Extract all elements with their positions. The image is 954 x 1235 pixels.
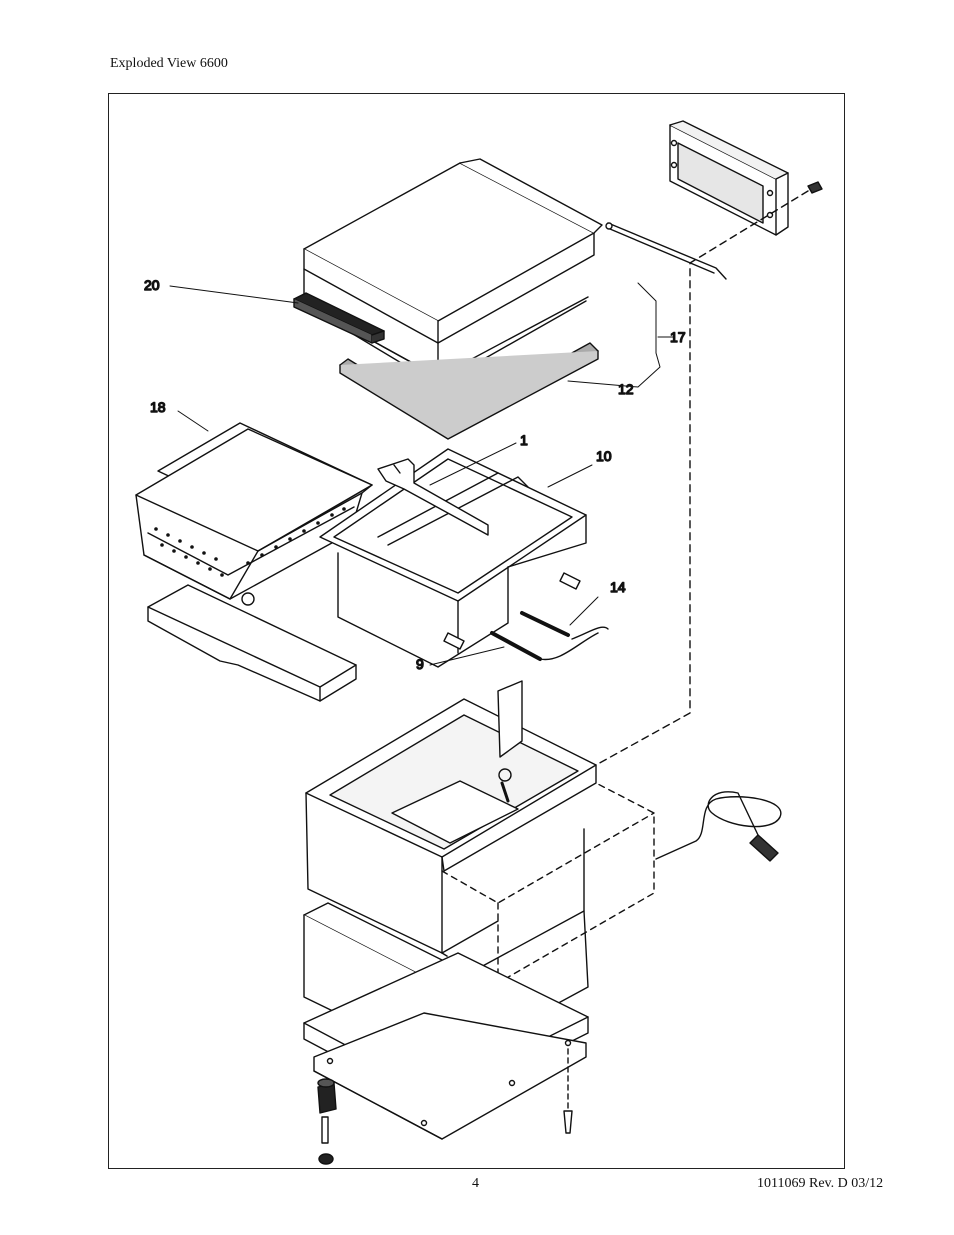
false-bottom-plate	[147, 584, 357, 702]
callout-leaders	[169, 282, 675, 666]
exploded-view-diagram: 20 17 12 18 1 10 14 9	[135, 120, 823, 1165]
housing-body	[305, 680, 597, 954]
rod-part-17	[605, 222, 727, 280]
drawing-frame	[108, 93, 845, 1169]
probe-part-9	[443, 572, 599, 661]
mounting-bracket	[669, 120, 823, 236]
callout-17: 17	[670, 329, 686, 345]
foot-assembly	[317, 1078, 337, 1165]
dashed-guide-right	[595, 190, 809, 766]
callout-9: 9	[416, 656, 424, 672]
callout-20: 20	[144, 277, 160, 293]
lid-assembly	[303, 158, 603, 386]
gasket-part-12	[339, 342, 599, 440]
callout-10: 10	[596, 448, 612, 464]
page-number: 4	[472, 1176, 479, 1191]
bracket-bar-part-1	[377, 458, 489, 536]
callout-1: 1	[520, 432, 528, 448]
callout-12: 12	[618, 381, 634, 397]
document-revision: 1011069 Rev. D 03/12	[757, 1176, 884, 1191]
basket-part-18	[135, 422, 373, 600]
callout-18: 18	[150, 399, 166, 415]
power-cord	[655, 791, 782, 862]
page-title: Exploded View 6600	[110, 56, 228, 71]
heater-element-part-14	[520, 611, 609, 640]
handle-part-20	[293, 292, 385, 344]
screw-right	[563, 1110, 573, 1134]
callout-14: 14	[610, 579, 626, 595]
base-plate	[313, 1012, 587, 1140]
basket-holes	[154, 507, 346, 577]
